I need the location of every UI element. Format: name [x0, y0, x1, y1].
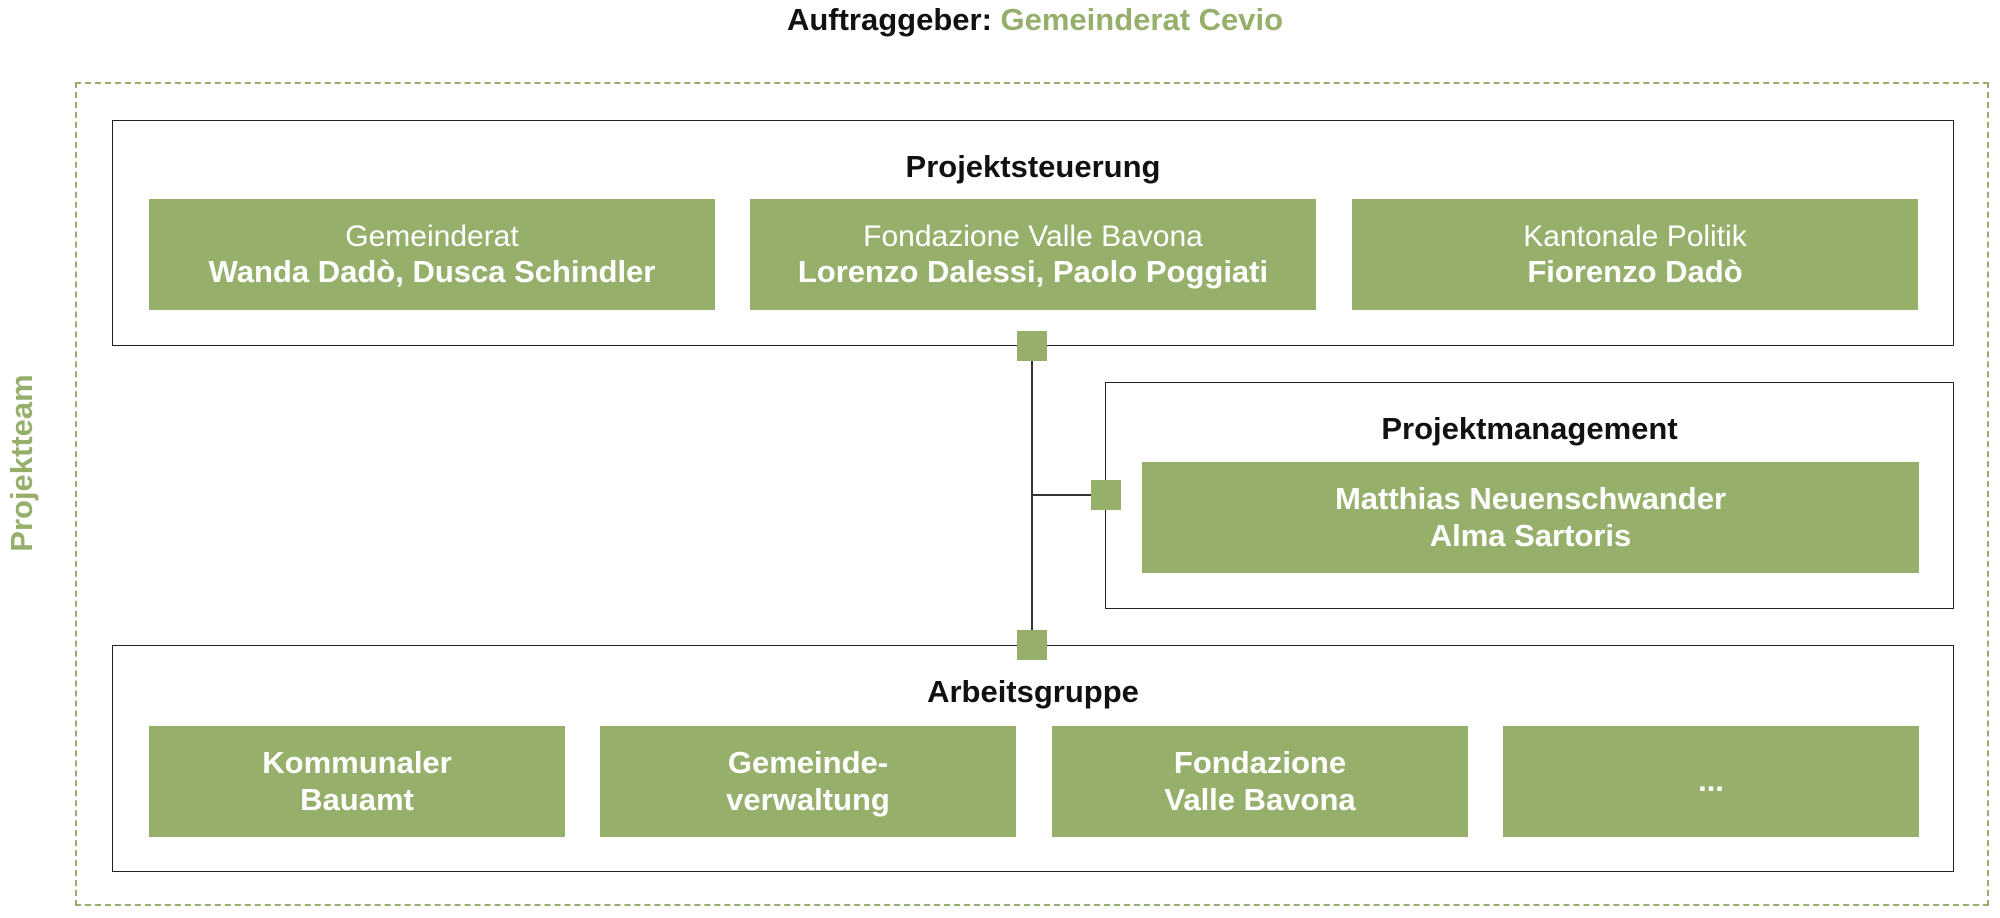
manager-name: Alma Sartoris — [1429, 517, 1632, 553]
member-role: Kantonale Politik — [1523, 219, 1747, 253]
member-names: Fiorenzo Dadò — [1527, 253, 1743, 289]
management-panel: Projektmanagement Matthias Neuenschwande… — [1105, 382, 1954, 609]
horizontal-connector — [1031, 494, 1091, 496]
project-team-label-text: Projektteam — [4, 374, 39, 552]
working-group-title: Arbeitsgruppe — [927, 674, 1139, 709]
working-group-connector-node — [1017, 630, 1047, 660]
member-line: Kommunaler — [262, 744, 452, 780]
manager-name: Matthias Neuenschwander — [1334, 480, 1727, 516]
working-group-panel: Arbeitsgruppe Kommunaler Bauamt Gemeinde… — [112, 645, 1954, 872]
member-line: ... — [1698, 763, 1724, 799]
working-group-member-fondazione: Fondazione Valle Bavona — [1052, 726, 1468, 837]
member-line: verwaltung — [726, 781, 890, 817]
management-title: Projektmanagement — [1381, 411, 1678, 446]
client-name: Gemeinderat Cevio — [1000, 2, 1284, 37]
member-names: Wanda Dadò, Dusca Schindler — [208, 253, 656, 289]
steering-connector-node — [1017, 331, 1047, 361]
steering-member-kantonale-politik: Kantonale Politik Fiorenzo Dadò — [1352, 199, 1918, 310]
member-role: Gemeinderat — [345, 219, 519, 253]
working-group-member-more: ... — [1503, 726, 1919, 837]
member-line: Bauamt — [300, 781, 414, 817]
management-connector-node — [1091, 480, 1121, 510]
member-line: Fondazione — [1173, 744, 1347, 780]
working-group-member-bauamt: Kommunaler Bauamt — [149, 726, 565, 837]
management-members: Matthias Neuenschwander Alma Sartoris — [1142, 462, 1919, 573]
working-group-member-verwaltung: Gemeinde- verwaltung — [600, 726, 1016, 837]
client-label: Auftraggeber: — [786, 2, 992, 37]
client-heading: Auftraggeber: Gemeinderat Cevio — [0, 2, 2000, 38]
member-role: Fondazione Valle Bavona — [863, 219, 1203, 253]
steering-member-fondazione: Fondazione Valle Bavona Lorenzo Dalessi,… — [750, 199, 1316, 310]
project-team-frame — [75, 82, 1989, 906]
steering-member-gemeinderat: Gemeinderat Wanda Dadò, Dusca Schindler — [149, 199, 715, 310]
member-line: Valle Bavona — [1164, 781, 1356, 817]
steering-panel: Projektsteuerung Gemeinderat Wanda Dadò,… — [112, 120, 1954, 346]
member-line: Gemeinde- — [727, 744, 889, 780]
member-names: Lorenzo Dalessi, Paolo Poggiati — [797, 253, 1269, 289]
steering-title: Projektsteuerung — [905, 149, 1161, 184]
